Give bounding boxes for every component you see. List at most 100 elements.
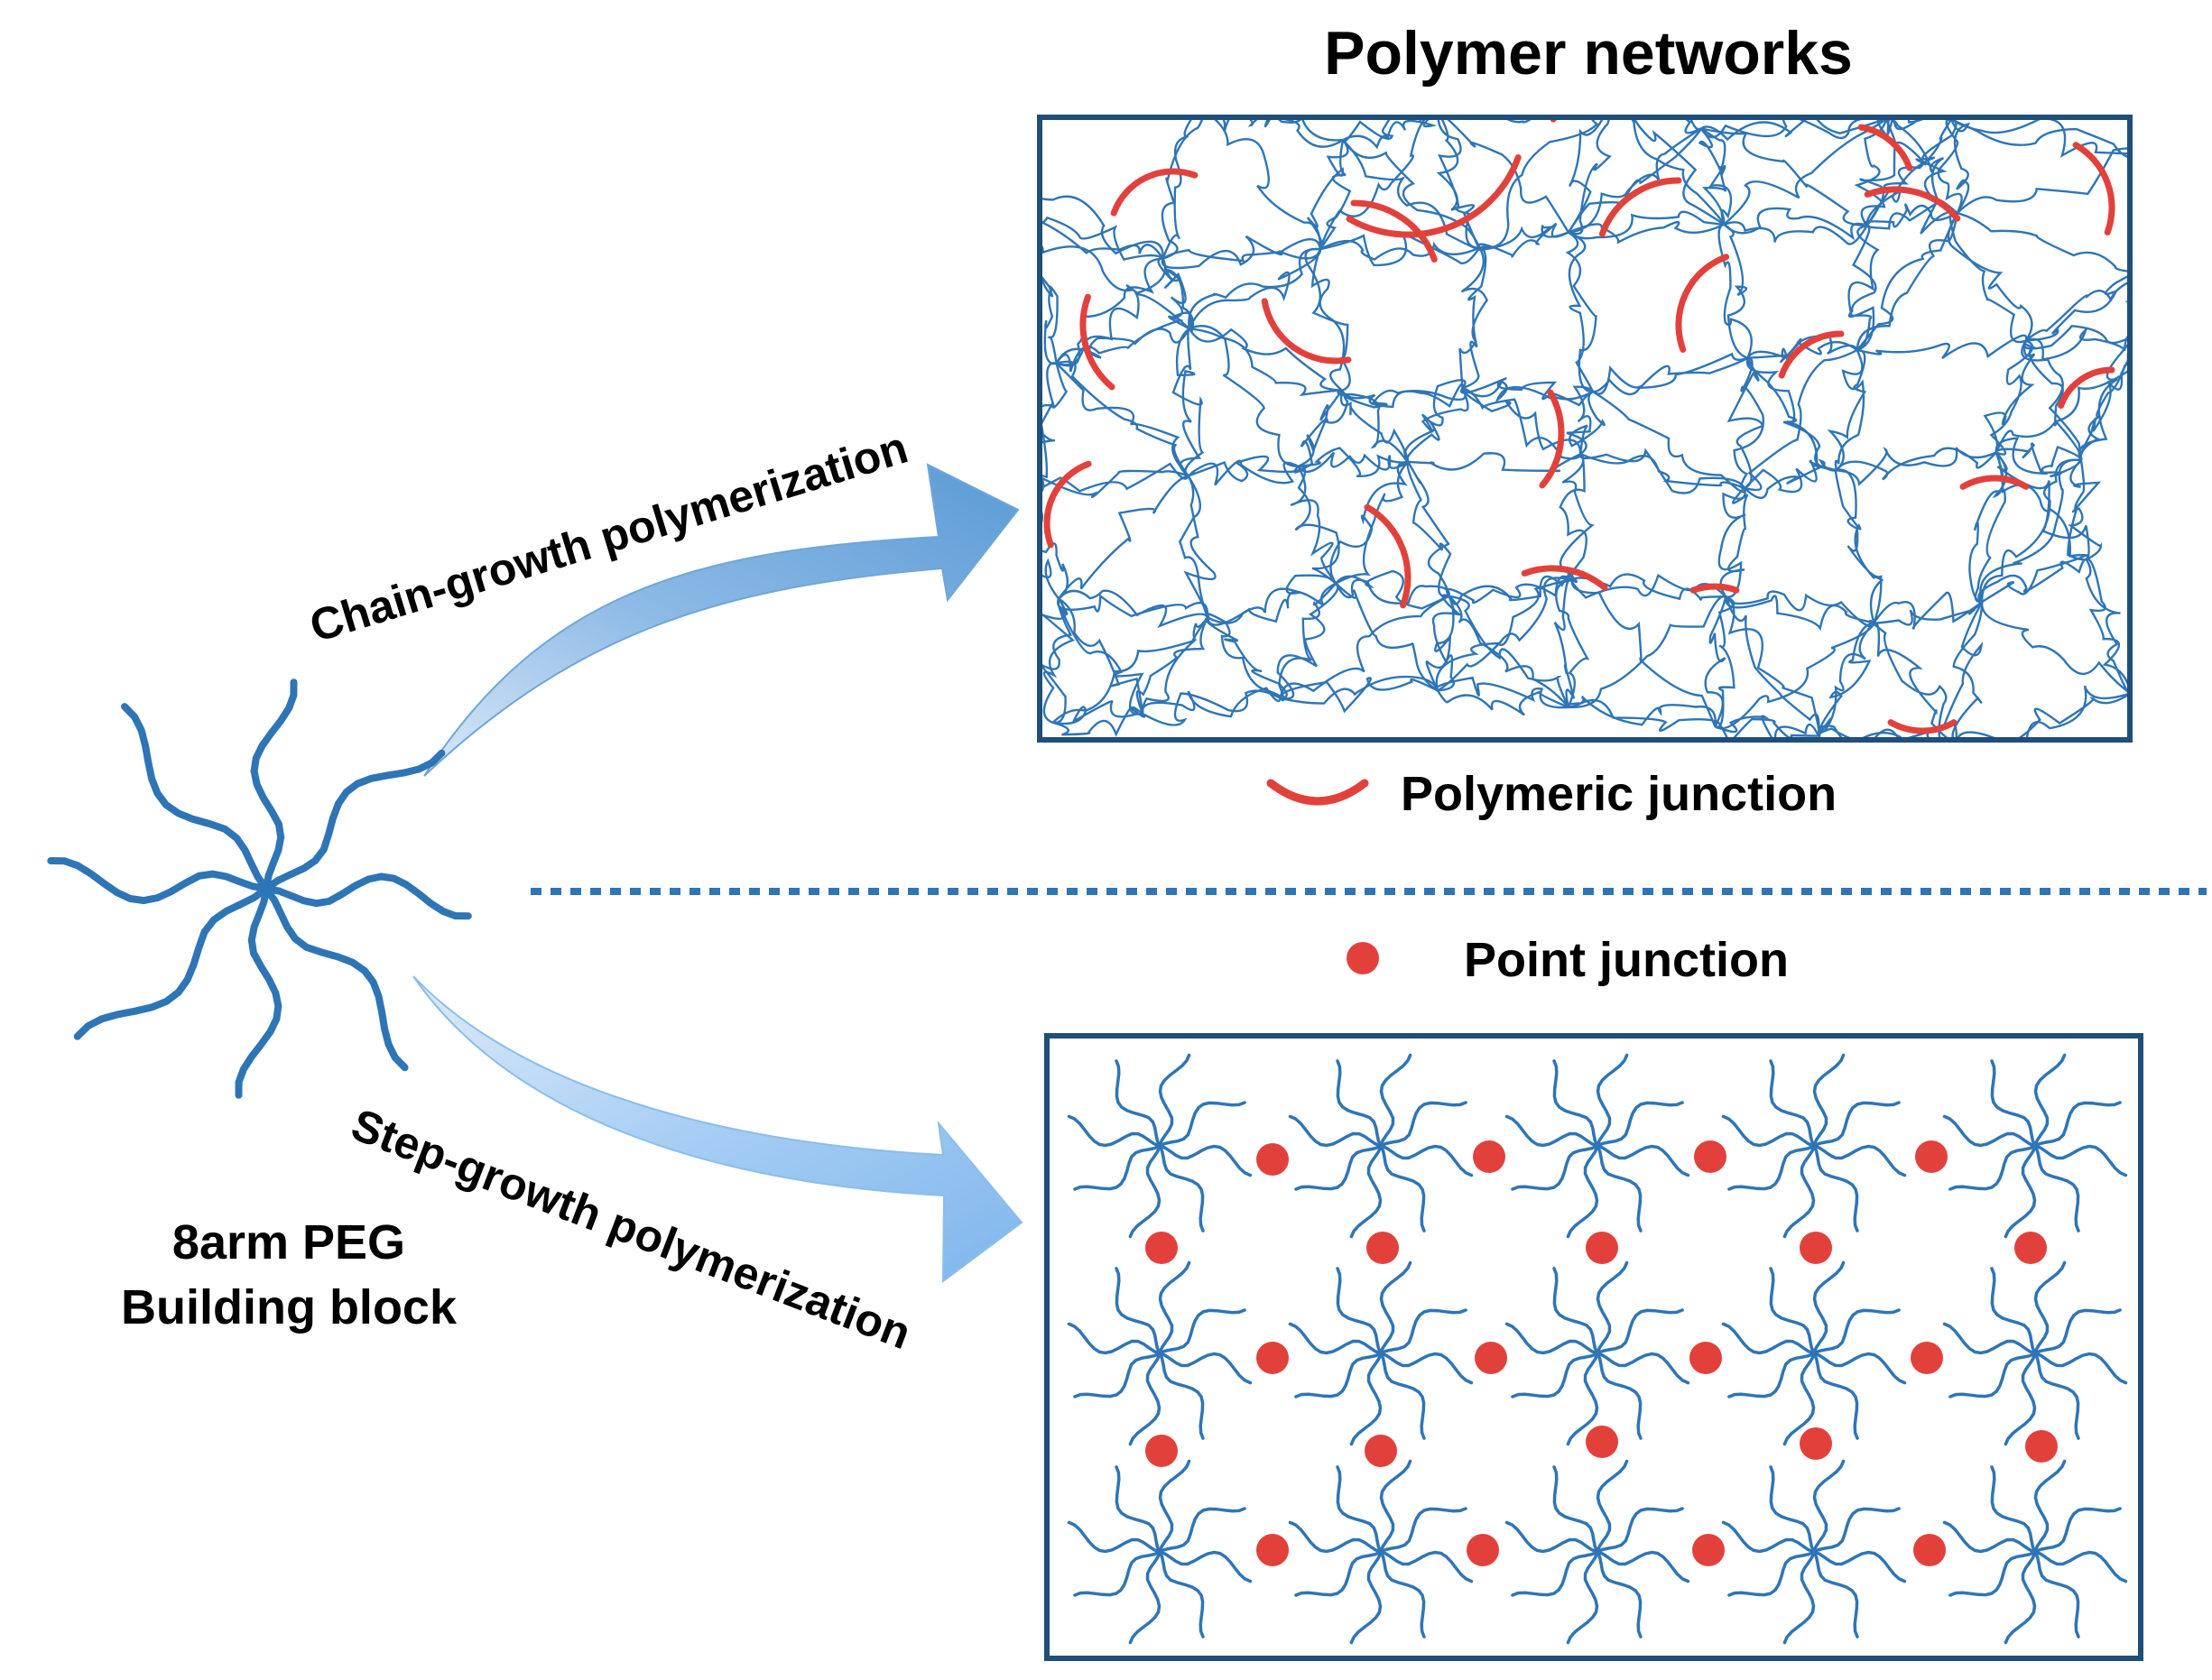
polymer-chain	[1683, 117, 1702, 134]
polymer-chain	[1319, 239, 1480, 261]
peg-arm	[1596, 1507, 1684, 1554]
polymer-chain	[1865, 118, 1953, 226]
polymer-chain	[1458, 246, 1488, 390]
polymer-chain	[2085, 558, 2130, 696]
polymeric-junction	[1857, 124, 1913, 171]
peg-arm	[1379, 1459, 1412, 1554]
peg-star	[1504, 1053, 1690, 1239]
peg-arm	[1349, 1144, 1383, 1239]
peg-arm	[1158, 1459, 1191, 1554]
peg-arm	[1379, 1352, 1426, 1440]
polymer-chain	[1340, 387, 1467, 409]
polymer-chain	[1726, 357, 1765, 489]
polymer-chain	[1278, 582, 1337, 702]
peg-arm	[1115, 1267, 1162, 1355]
polymeric-junction-arcs	[1043, 117, 2115, 734]
peg-arm	[263, 885, 409, 1072]
peg-arm	[1073, 1144, 1162, 1191]
polymer-chain	[1724, 590, 1875, 628]
peg-arm	[1158, 1550, 1253, 1583]
peg-arm	[1128, 1352, 1162, 1446]
polymer-chain	[1700, 127, 1867, 227]
polymer-chain	[1157, 257, 1193, 329]
peg-arm	[1769, 1267, 1816, 1355]
polymer-chain	[1141, 616, 1208, 715]
polymer-chain	[1834, 349, 1865, 471]
polymer-chain	[1188, 248, 1322, 329]
peg-arm	[1379, 1550, 1474, 1583]
polymer-chain	[1187, 459, 1300, 486]
peg-star	[1942, 1459, 2128, 1645]
point-junction-swatch	[1347, 942, 1379, 974]
polymer-chain	[1714, 595, 1735, 729]
peg-arm	[1067, 1520, 1162, 1554]
point-junction	[1586, 1426, 1618, 1458]
polymer-chain	[1040, 195, 1164, 259]
polymer-chain	[1827, 348, 1867, 472]
peg-arm	[1948, 1352, 2037, 1398]
peg-star	[1067, 1459, 1253, 1645]
polymer-chain	[1836, 447, 1997, 486]
peg-arm	[1511, 1550, 1599, 1597]
polymer-chain	[1342, 117, 1438, 150]
polymer-chain	[1040, 508, 1060, 600]
point-junction	[1689, 1342, 1722, 1374]
building-block-line1: 8arm PEG	[172, 1215, 405, 1269]
polymer-chain	[2128, 337, 2130, 346]
polymer-chain	[1306, 139, 1349, 251]
polymeric-junction	[2058, 366, 2115, 409]
polymer-chain	[1335, 569, 1449, 610]
polymer-chain	[2021, 339, 2083, 462]
peg-arm	[1566, 1550, 1599, 1645]
polymer-chain	[1056, 594, 1209, 618]
polymer-chain	[1974, 452, 2006, 604]
point-junction	[1694, 1140, 1726, 1173]
peg-star	[1721, 1260, 1907, 1446]
polymer-chain	[997, 157, 1033, 230]
polymer-chain	[2025, 274, 2130, 342]
polymer-chain	[1568, 210, 1725, 240]
peg-arm	[1552, 1059, 1599, 1148]
polymer-chain	[1733, 356, 1764, 490]
peg-arm	[1158, 1550, 1205, 1638]
polymeric-junction	[1598, 177, 1682, 237]
peg-arm	[2033, 1352, 2080, 1440]
peg-arm	[1990, 1267, 2037, 1355]
polymer-chain	[1319, 117, 1428, 250]
polymer-chain	[1863, 203, 1958, 228]
polymer-chain	[1319, 230, 1481, 267]
polymeric-junction-label: Polymeric junction	[1401, 767, 1837, 821]
peg-arm	[1769, 1059, 1816, 1148]
peg-star	[1721, 1459, 1907, 1645]
polymer-chain	[1040, 219, 1164, 260]
polymer-chain	[1744, 348, 1858, 492]
polymer-chain	[1435, 676, 1569, 709]
point-junction	[2025, 1430, 2058, 1463]
peg-arm	[2033, 1507, 2122, 1554]
polymer-chain	[1956, 685, 2130, 740]
polymer-chain	[1040, 462, 1189, 493]
peg-arm	[1948, 1144, 2037, 1191]
peg-star	[1721, 1053, 1907, 1239]
point-junction	[1467, 1534, 1499, 1566]
polymeric-junction	[1864, 186, 1961, 222]
peg-arm	[1596, 1352, 1643, 1440]
polymeric-junction	[1043, 460, 1092, 549]
polymer-chain	[2067, 459, 2102, 561]
peg-arm	[1990, 1465, 2037, 1554]
polymer-chain	[1055, 328, 1190, 365]
peg-arm	[1115, 1059, 1162, 1148]
peg-arm	[1812, 1260, 1846, 1355]
peg-arm	[1073, 1550, 1162, 1597]
peg-arm	[1812, 1308, 1901, 1355]
polymer-chain	[1280, 675, 1439, 705]
peg-arm	[2033, 1144, 2128, 1177]
point-junction-dots	[1145, 1140, 2058, 1566]
polymer-chain	[1461, 387, 1582, 455]
polymeric-junction	[2072, 142, 2115, 235]
peg-arm	[1158, 1144, 1205, 1232]
polymer-chain	[1056, 360, 1189, 477]
point-junction	[1800, 1427, 1832, 1460]
peg-arm	[1566, 1144, 1599, 1239]
peg-arm	[1812, 1352, 1907, 1385]
